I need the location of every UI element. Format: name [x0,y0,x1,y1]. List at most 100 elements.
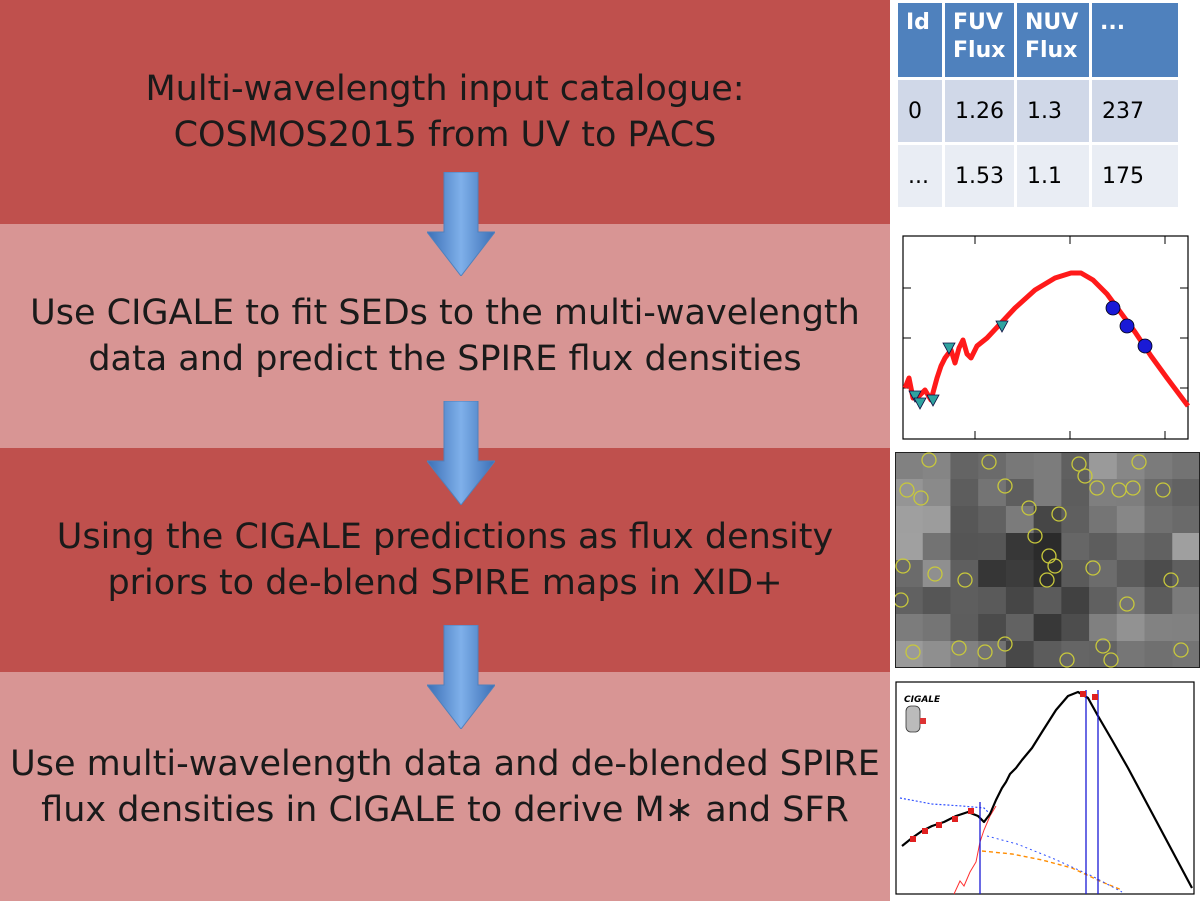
map-pixel [1033,614,1062,642]
map-pixel [1116,560,1146,588]
map-pixel [1172,587,1200,615]
map-pixel [922,614,952,642]
prior-circle [1125,480,1141,496]
spire-point [1137,338,1153,354]
plot-frame [895,681,1195,895]
photometry-point [908,390,922,403]
map-pixel [1144,479,1173,507]
map-pixel [1089,506,1118,534]
sed-fit-plot [902,235,1190,440]
map-pixel [950,452,979,480]
map-pixel [978,614,1007,642]
map-pixel [895,506,924,534]
table-cell: 1.3 [1016,80,1089,142]
map-pixel [1089,641,1118,669]
map-pixel [922,533,952,561]
map-pixel [1116,533,1146,561]
cigale-sed-panel: CIGALE [892,676,1200,901]
prior-circle [1131,454,1147,470]
observed-points [910,691,1098,842]
observed-point [1092,694,1098,700]
prior-circle [1155,482,1171,498]
table-row: ... 1.53 1.1 175 [898,145,1178,207]
map-pixel [1116,452,1146,480]
map-pixel [1033,533,1062,561]
map-pixel [895,452,924,480]
observed-point [968,808,974,814]
map-pixel [1061,641,1090,669]
map-pixel [1061,587,1090,615]
prior-circles [893,452,1189,668]
prior-circle [1077,468,1093,484]
map-pixel [1005,587,1035,615]
prior-circle [1119,596,1135,612]
map-pixel [950,533,979,561]
map-pixel [1033,479,1062,507]
map-pixel [1061,533,1090,561]
down-arrow-icon [427,401,495,505]
photometry-point [995,320,1009,333]
table-cell: 237 [1091,80,1178,142]
down-arrow-icon [427,625,495,729]
photometry-point [913,397,927,410]
prior-circle [895,558,911,574]
prior-circle [1071,456,1087,472]
observed-point [1080,691,1086,697]
map-pixel [1061,614,1090,642]
map-pixel [895,560,924,588]
map-pixel [1061,560,1090,588]
map-pixel [950,479,979,507]
step-3-line-1: Using the CIGALE predictions as flux den… [56,517,834,557]
prior-circle [1089,480,1105,496]
map-pixel [1061,452,1090,480]
down-arrow-icon [427,172,495,276]
observed-point [936,822,942,828]
photometry-point [926,394,940,407]
map-pixel [1005,506,1035,534]
photometry-points [908,320,1009,410]
plot-frame [902,235,1189,440]
map-pixel [950,560,979,588]
prior-circle [1051,506,1067,522]
spire-points [1105,300,1153,354]
map-pixel [922,587,952,615]
map-pixel [950,506,979,534]
step-3-deblending: Using the CIGALE predictions as flux den… [0,448,890,672]
prior-circle [1163,572,1179,588]
map-pixel [1005,479,1035,507]
prior-circle [899,482,915,498]
map-pixel [1116,506,1146,534]
map-pixel [1089,587,1118,615]
map-pixel [1144,533,1173,561]
photometry-point [942,342,956,355]
filter-lines [979,690,1099,894]
map-pixels [895,452,1200,669]
sed-fit-plot-panel [895,228,1200,444]
map-pixel [978,533,1007,561]
map-pixel [978,560,1007,588]
step-1-line-2: COSMOS2015 from UV to PACS [173,115,717,155]
map-pixel [1172,452,1200,480]
step-3-line-2: priors to de-blend SPIRE maps in XID+ [107,563,783,603]
prior-circle [977,644,993,660]
table-cell: 1.53 [945,145,1014,207]
observed-point [910,836,916,842]
spire-map [893,452,1200,669]
dust-emission-curve [953,805,997,895]
map-pixel [1144,452,1173,480]
step-2-text: Use CIGALE to fit SEDs to the multi-wave… [30,290,860,382]
observed-point [922,828,928,834]
prior-circle [981,454,997,470]
step-1-text: Multi-wavelength input catalogue: COSMOS… [145,66,744,158]
table-cell: 1.26 [945,80,1014,142]
prior-circle [1095,638,1111,654]
map-pixel [1005,560,1035,588]
map-pixel [1033,506,1062,534]
table-header-more: ... [1091,3,1178,77]
map-pixel [1089,560,1118,588]
spire-map-panel [893,452,1200,669]
step-4-text: Use multi-wavelength data and de-blended… [10,741,880,833]
map-pixel [1005,641,1035,669]
